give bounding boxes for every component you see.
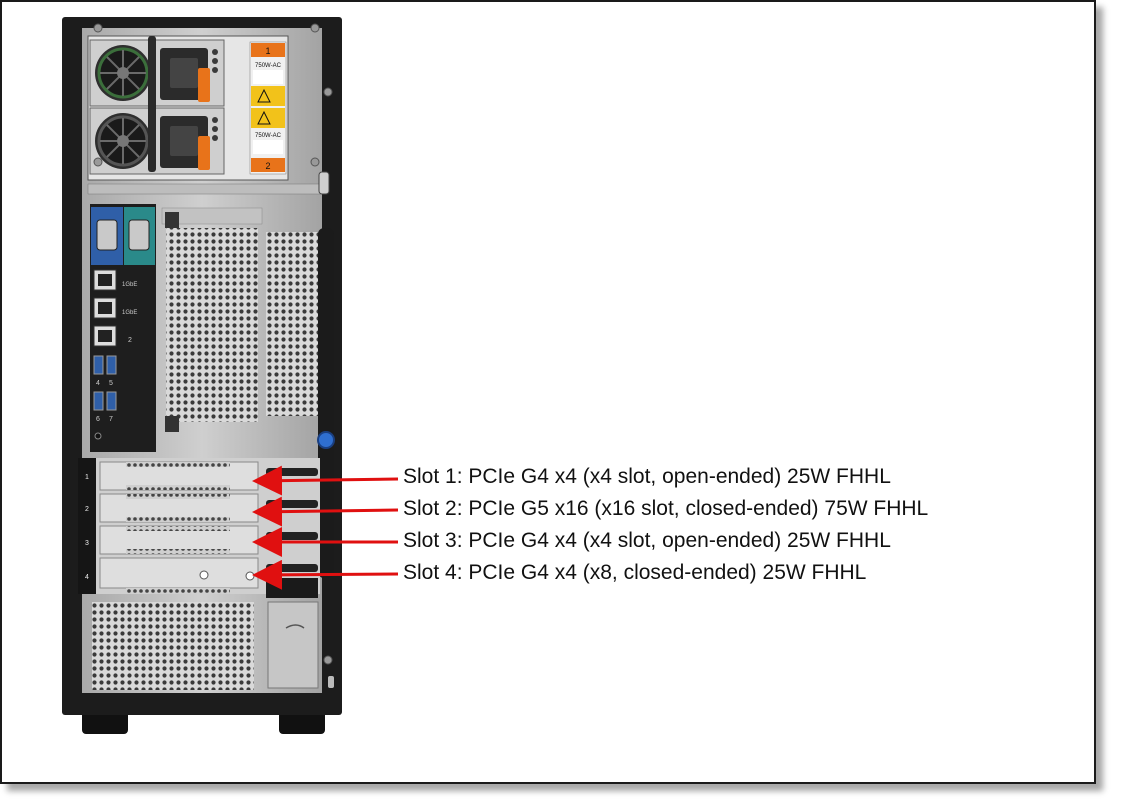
audio-jack[interactable] xyxy=(94,432,102,440)
vent-right xyxy=(266,232,320,416)
latch[interactable] xyxy=(165,212,179,228)
psu-bay-number: 1 xyxy=(265,46,270,56)
ethernet-port-mgmt[interactable] xyxy=(93,325,117,347)
screw-icon xyxy=(323,655,333,665)
usb-port[interactable] xyxy=(93,355,104,375)
psu-rating: 750W-AC xyxy=(255,63,282,69)
screw-icon xyxy=(310,157,320,167)
psu-handle[interactable] xyxy=(148,36,156,172)
callout-arrow-slot-1 xyxy=(252,465,399,496)
psu-rating: 750W-AC xyxy=(255,133,282,139)
psu-release-tab[interactable] xyxy=(198,136,210,170)
slot-latch[interactable] xyxy=(266,468,318,476)
psu-release-tab[interactable] xyxy=(198,68,210,102)
slot-1-description: Slot 1: PCIe G4 x4 (x4 slot, open-ended)… xyxy=(403,465,891,488)
screw-icon xyxy=(323,87,333,97)
slot-latch[interactable] xyxy=(266,500,318,508)
vent-bottom xyxy=(92,602,254,690)
usb-label: 5 xyxy=(109,380,113,387)
lock-slot[interactable] xyxy=(328,676,334,688)
usb-port[interactable] xyxy=(106,355,117,375)
slot-4-description: Slot 4: PCIe G4 x4 (x8, closed-ended) 25… xyxy=(403,561,867,584)
cover-plate xyxy=(267,601,319,689)
slot-2-description: Slot 2: PCIe G5 x16 (x16 slot, closed-en… xyxy=(403,497,929,520)
port-label: 1GbE xyxy=(122,310,137,316)
psu-1 xyxy=(89,39,225,107)
usb-label: 6 xyxy=(96,416,100,423)
screw-icon xyxy=(310,23,320,33)
usb-label: 4 xyxy=(96,380,100,387)
slot-number: 3 xyxy=(85,540,89,547)
side-latch[interactable] xyxy=(318,171,330,195)
port-label: 2 xyxy=(128,337,132,344)
slot-number: 4 xyxy=(85,574,89,581)
side-handle[interactable] xyxy=(318,228,334,578)
thumbscrew-icon[interactable] xyxy=(317,431,335,449)
usb-port[interactable] xyxy=(106,391,117,411)
ethernet-port-2[interactable] xyxy=(93,297,117,319)
psu-bay-number: 2 xyxy=(265,161,270,171)
slot-number: 2 xyxy=(85,506,89,513)
slot-latch[interactable] xyxy=(266,564,318,572)
screw-icon xyxy=(93,157,103,167)
callout-arrow-slot-4 xyxy=(252,559,399,590)
callout-arrow-slot-2 xyxy=(252,496,399,527)
vent-main xyxy=(166,228,258,422)
warning-icon xyxy=(251,108,285,128)
usb-port[interactable] xyxy=(93,391,104,411)
warning-icon xyxy=(251,86,285,106)
slot-number: 1 xyxy=(85,474,89,481)
port-label: 1GbE xyxy=(122,282,137,288)
ethernet-port-1[interactable] xyxy=(93,269,117,291)
screw-icon xyxy=(93,23,103,33)
usb-label: 7 xyxy=(109,416,113,423)
pcie-slot-3 xyxy=(99,525,318,555)
slot-latch[interactable] xyxy=(266,532,318,540)
latch[interactable] xyxy=(165,416,179,432)
slot-3-description: Slot 3: PCIe G4 x4 (x4 slot, open-ended)… xyxy=(403,529,891,552)
psu-2 xyxy=(89,107,225,175)
